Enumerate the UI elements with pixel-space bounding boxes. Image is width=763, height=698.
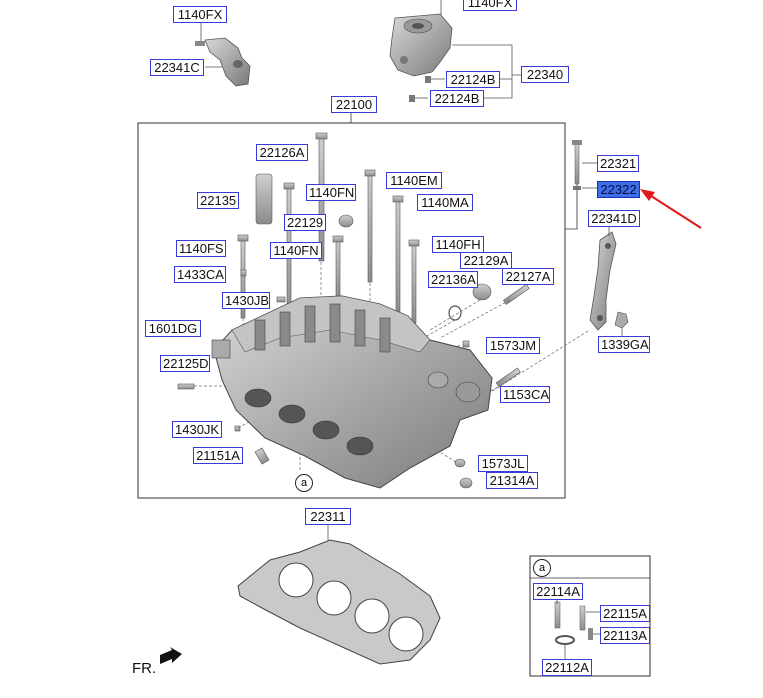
bracket-22341c	[195, 21, 251, 87]
callout-22129a[interactable]: 22129A	[460, 252, 512, 269]
callout-1140ma[interactable]: 1140MA	[417, 194, 473, 211]
engine-mount-22340	[389, 0, 521, 102]
detail-marker-a[interactable]: a	[295, 474, 313, 492]
callout-1339ga[interactable]: 1339GA	[598, 336, 650, 353]
callout-22124b-lower[interactable]: 22124B	[430, 90, 484, 107]
callout-22100[interactable]: 22100	[331, 96, 377, 113]
callout-1140fn-upper[interactable]: 1140FN	[306, 184, 356, 201]
cylinder-head-frame	[137, 122, 566, 499]
callout-1430jb[interactable]: 1430JB	[222, 292, 270, 309]
callout-1153ca[interactable]: 1153CA	[500, 386, 550, 403]
callout-22114a[interactable]: 22114A	[533, 583, 583, 600]
callout-22341c[interactable]: 22341C	[150, 59, 204, 76]
cylinder-head	[211, 295, 493, 489]
callout-22321[interactable]: 22321	[597, 155, 639, 172]
callout-22113a[interactable]: 22113A	[600, 627, 650, 644]
callout-1433ca[interactable]: 1433CA	[174, 266, 226, 283]
callout-22341d[interactable]: 22341D	[588, 210, 640, 227]
callout-1140em[interactable]: 1140EM	[386, 172, 442, 189]
callout-22129[interactable]: 22129	[284, 214, 326, 231]
callout-22340[interactable]: 22340	[521, 66, 569, 83]
callout-1140fs[interactable]: 1140FS	[176, 240, 226, 257]
callout-1601dg[interactable]: 1601DG	[145, 320, 201, 337]
callout-21151a[interactable]: 21151A	[193, 447, 243, 464]
inset-marker-a: a	[533, 559, 551, 577]
callout-22311[interactable]: 22311	[305, 508, 351, 525]
callout-22127a[interactable]: 22127A	[502, 268, 554, 285]
callout-1140fx-mount[interactable]: 1140FX	[463, 0, 517, 11]
callout-22136a[interactable]: 22136A	[428, 271, 478, 288]
callout-1573jl[interactable]: 1573JL	[478, 455, 528, 472]
head-gasket	[237, 523, 441, 665]
callout-1573jm[interactable]: 1573JM	[486, 337, 540, 354]
valve-parts	[554, 597, 600, 659]
callout-22126a[interactable]: 22126A	[256, 144, 308, 161]
callout-1430jk[interactable]: 1430JK	[172, 421, 222, 438]
callout-22125d[interactable]: 22125D	[160, 355, 210, 372]
callout-22322-highlighted[interactable]: 22322	[597, 181, 640, 198]
callout-22135[interactable]: 22135	[197, 192, 239, 209]
front-direction-arrow	[160, 647, 182, 664]
pointer-arrow	[640, 189, 702, 229]
callout-1140fn-lower[interactable]: 1140FN	[270, 242, 322, 259]
callout-21314a[interactable]: 21314A	[486, 472, 538, 489]
callout-22112a[interactable]: 22112A	[542, 659, 592, 676]
inset-frame	[529, 555, 651, 677]
front-direction-label: FR.	[132, 660, 157, 677]
callout-1140fx-bracket[interactable]: 1140FX	[173, 6, 227, 23]
callout-1140fh[interactable]: 1140FH	[432, 236, 484, 253]
bracket-22341d	[572, 140, 629, 337]
callout-22124b-upper[interactable]: 22124B	[446, 71, 500, 88]
callout-22115a[interactable]: 22115A	[600, 605, 650, 622]
